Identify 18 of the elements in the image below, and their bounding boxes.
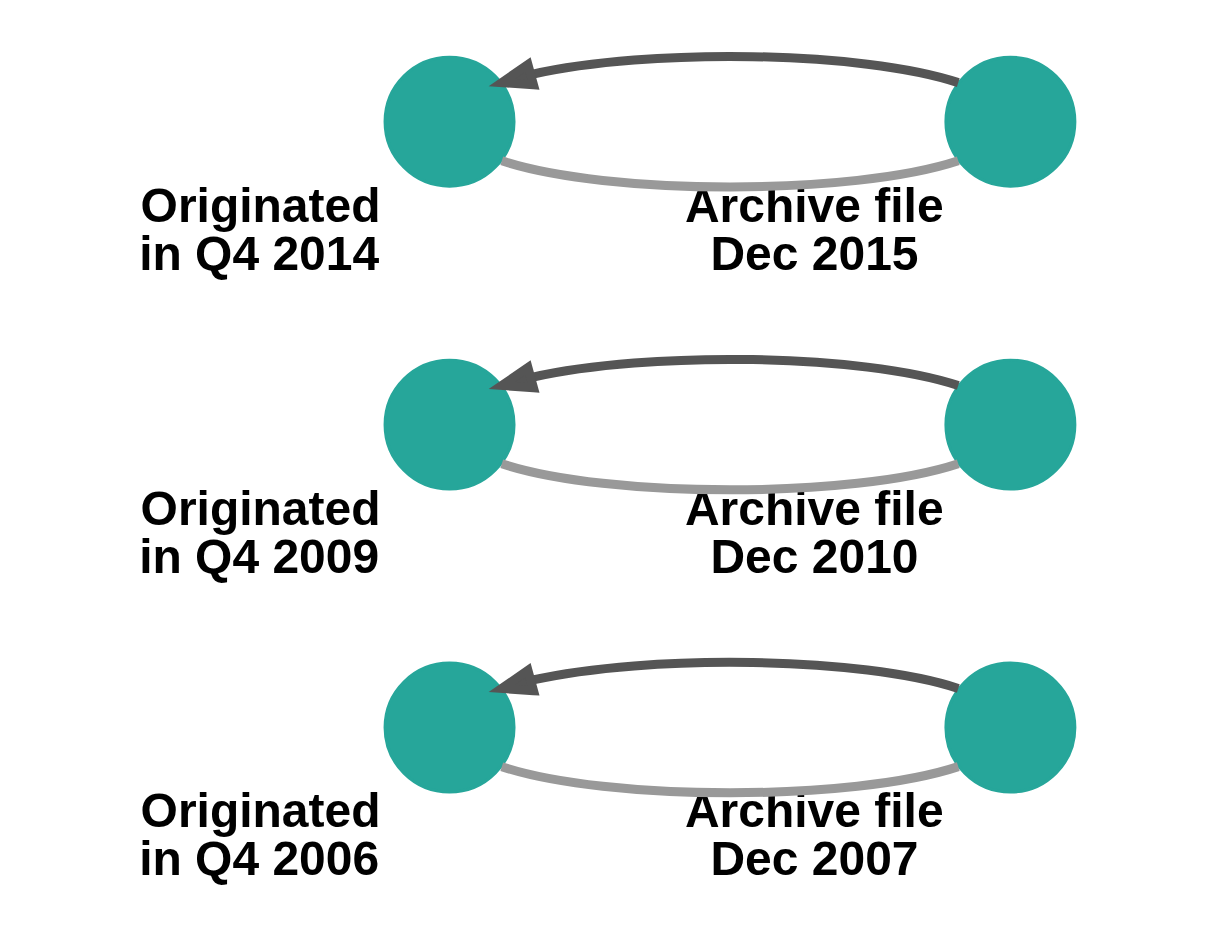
node-circle bbox=[943, 55, 1076, 188]
arrow bbox=[488, 51, 959, 90]
node-circle bbox=[943, 358, 1076, 491]
connector bbox=[500, 761, 959, 797]
node-circle bbox=[383, 55, 515, 188]
node-label: Archive file Dec 2010 bbox=[684, 481, 944, 582]
node-circle bbox=[383, 358, 515, 491]
arrow bbox=[488, 657, 959, 696]
node-label: Originated in Q4 2009 bbox=[138, 481, 380, 582]
node-label: Originated in Q4 2014 bbox=[138, 178, 380, 280]
connector bbox=[500, 155, 959, 191]
connector bbox=[500, 458, 959, 494]
node-circle bbox=[383, 661, 515, 794]
arrow bbox=[488, 354, 959, 393]
node-label: Archive file Dec 2015 bbox=[684, 178, 944, 280]
node-circle bbox=[943, 661, 1076, 794]
node-label: Archive file Dec 2007 bbox=[684, 783, 944, 885]
node-label: Originated in Q4 2006 bbox=[138, 783, 380, 885]
